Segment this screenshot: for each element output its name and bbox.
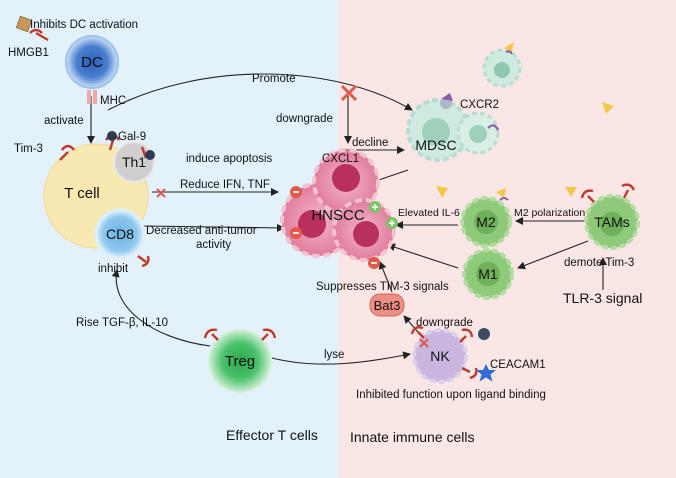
downgrade-bottom-text: downgrade bbox=[416, 317, 473, 329]
decreased-antitumor-arrow bbox=[141, 223, 285, 232]
gal9-text: Gal-9 bbox=[118, 131, 146, 143]
treg-to-tcell-arrow bbox=[111, 269, 211, 347]
cxcr2-text: CXCR2 bbox=[460, 99, 499, 111]
dc-label: DC bbox=[81, 54, 103, 71]
left-panel bbox=[0, 0, 338, 478]
tcell-label: T cell bbox=[64, 185, 100, 202]
hnscc-label: HNSCC bbox=[311, 207, 365, 224]
hmgb1-text: HMGB1 bbox=[8, 47, 49, 59]
suppresses-tim3-text: Suppresses TIM-3 signals bbox=[316, 281, 449, 293]
inhibited-function-text: Inhibited function upon ligand binding bbox=[356, 389, 546, 401]
hnscc-cell-cluster bbox=[280, 148, 396, 262]
treg-receptors bbox=[203, 328, 277, 341]
nk-cell bbox=[412, 328, 468, 384]
decreased-antitumor-text: Decreased anti-tumor bbox=[146, 225, 257, 237]
effector-t-cells-caption: Effector T cells bbox=[226, 427, 318, 443]
m2-polarization-text: M2 polarization bbox=[514, 207, 585, 219]
treg-cell bbox=[208, 329, 272, 393]
inhibit-text: inhibit bbox=[98, 263, 129, 275]
tlr3-text: TLR-3 signal bbox=[563, 290, 642, 306]
m1-macrophage bbox=[462, 248, 514, 300]
bat3-label: Bat3 bbox=[374, 298, 401, 313]
activate-text: activate bbox=[44, 115, 84, 127]
tams-label: TAMs bbox=[594, 214, 630, 230]
minus-signs bbox=[290, 186, 380, 269]
decline-text: decline bbox=[352, 137, 388, 149]
bat3-to-hnscc-arrow bbox=[378, 261, 393, 293]
arrows bbox=[87, 73, 607, 365]
promote-text: Promote bbox=[252, 73, 295, 85]
tim3-receptor bbox=[59, 144, 75, 161]
rise-tgf-text: Rise TGF-β, IL-10 bbox=[76, 317, 168, 329]
downgrade-top-text: downgrade bbox=[276, 113, 333, 125]
innate-immune-cells-caption: Innate immune cells bbox=[350, 429, 475, 445]
tams-macrophage bbox=[584, 194, 640, 250]
reduce-ifn-text: Reduce IFN, TNF bbox=[180, 179, 270, 191]
plus-signs bbox=[369, 201, 398, 229]
activity-text: activity bbox=[196, 239, 231, 251]
nk-downgrade-cross bbox=[419, 338, 429, 348]
reduce-ifn-cross bbox=[156, 188, 166, 198]
elevated-il6-text: Elevated IL-6 bbox=[398, 207, 460, 219]
downgrade-cross bbox=[340, 84, 358, 102]
dc-cell bbox=[65, 35, 119, 89]
th1-receptor bbox=[140, 146, 155, 160]
m2-label: M2 bbox=[476, 214, 496, 230]
mdsc-cell bbox=[406, 98, 500, 162]
mhc-receptor bbox=[87, 90, 97, 104]
ceacam1-star-icon bbox=[476, 364, 496, 382]
m1-to-hnscc-arrow bbox=[387, 243, 459, 269]
nk-label: NK bbox=[430, 348, 450, 364]
cxcl1-text: CXCL1 bbox=[322, 153, 359, 165]
cd8-receptor bbox=[137, 255, 150, 268]
hmgb1-ligand bbox=[15, 15, 49, 42]
promote-arrow bbox=[107, 73, 413, 111]
th1-label: Th1 bbox=[122, 154, 146, 170]
mdsc-label: MDSC bbox=[415, 137, 456, 153]
induce-apoptosis-text: induce apoptosis bbox=[186, 153, 273, 165]
ceacam1-text: CEACAM1 bbox=[490, 359, 546, 371]
m1-label: M1 bbox=[478, 266, 498, 282]
cxcr2-receptor bbox=[440, 93, 499, 131]
tams-to-m1-arrow bbox=[517, 240, 589, 270]
nk-ligand-dot bbox=[478, 328, 490, 340]
mdsc-small-cell bbox=[482, 42, 522, 88]
demote-tim3-text: demote Tim-3 bbox=[564, 257, 634, 269]
ligand-triangle bbox=[436, 186, 448, 198]
tim3-text: Tim-3 bbox=[14, 143, 43, 155]
lyse-text: lyse bbox=[324, 349, 344, 361]
gal9-receptor bbox=[104, 131, 120, 151]
inhibits-dc-text: Inhibits DC activation bbox=[30, 19, 138, 31]
mhc-text: MHC bbox=[100, 95, 126, 107]
ligand-triangle bbox=[565, 187, 577, 197]
tams-receptors bbox=[580, 183, 636, 203]
m2-macrophage bbox=[460, 188, 512, 248]
cd8-cell bbox=[94, 208, 146, 260]
ligand-triangle bbox=[602, 102, 614, 114]
cd8-label: CD8 bbox=[106, 226, 134, 242]
nk-receptors bbox=[410, 326, 478, 380]
treg-label: Treg bbox=[225, 353, 255, 370]
bat3-box bbox=[369, 293, 405, 317]
lyse-arrow bbox=[271, 351, 411, 365]
